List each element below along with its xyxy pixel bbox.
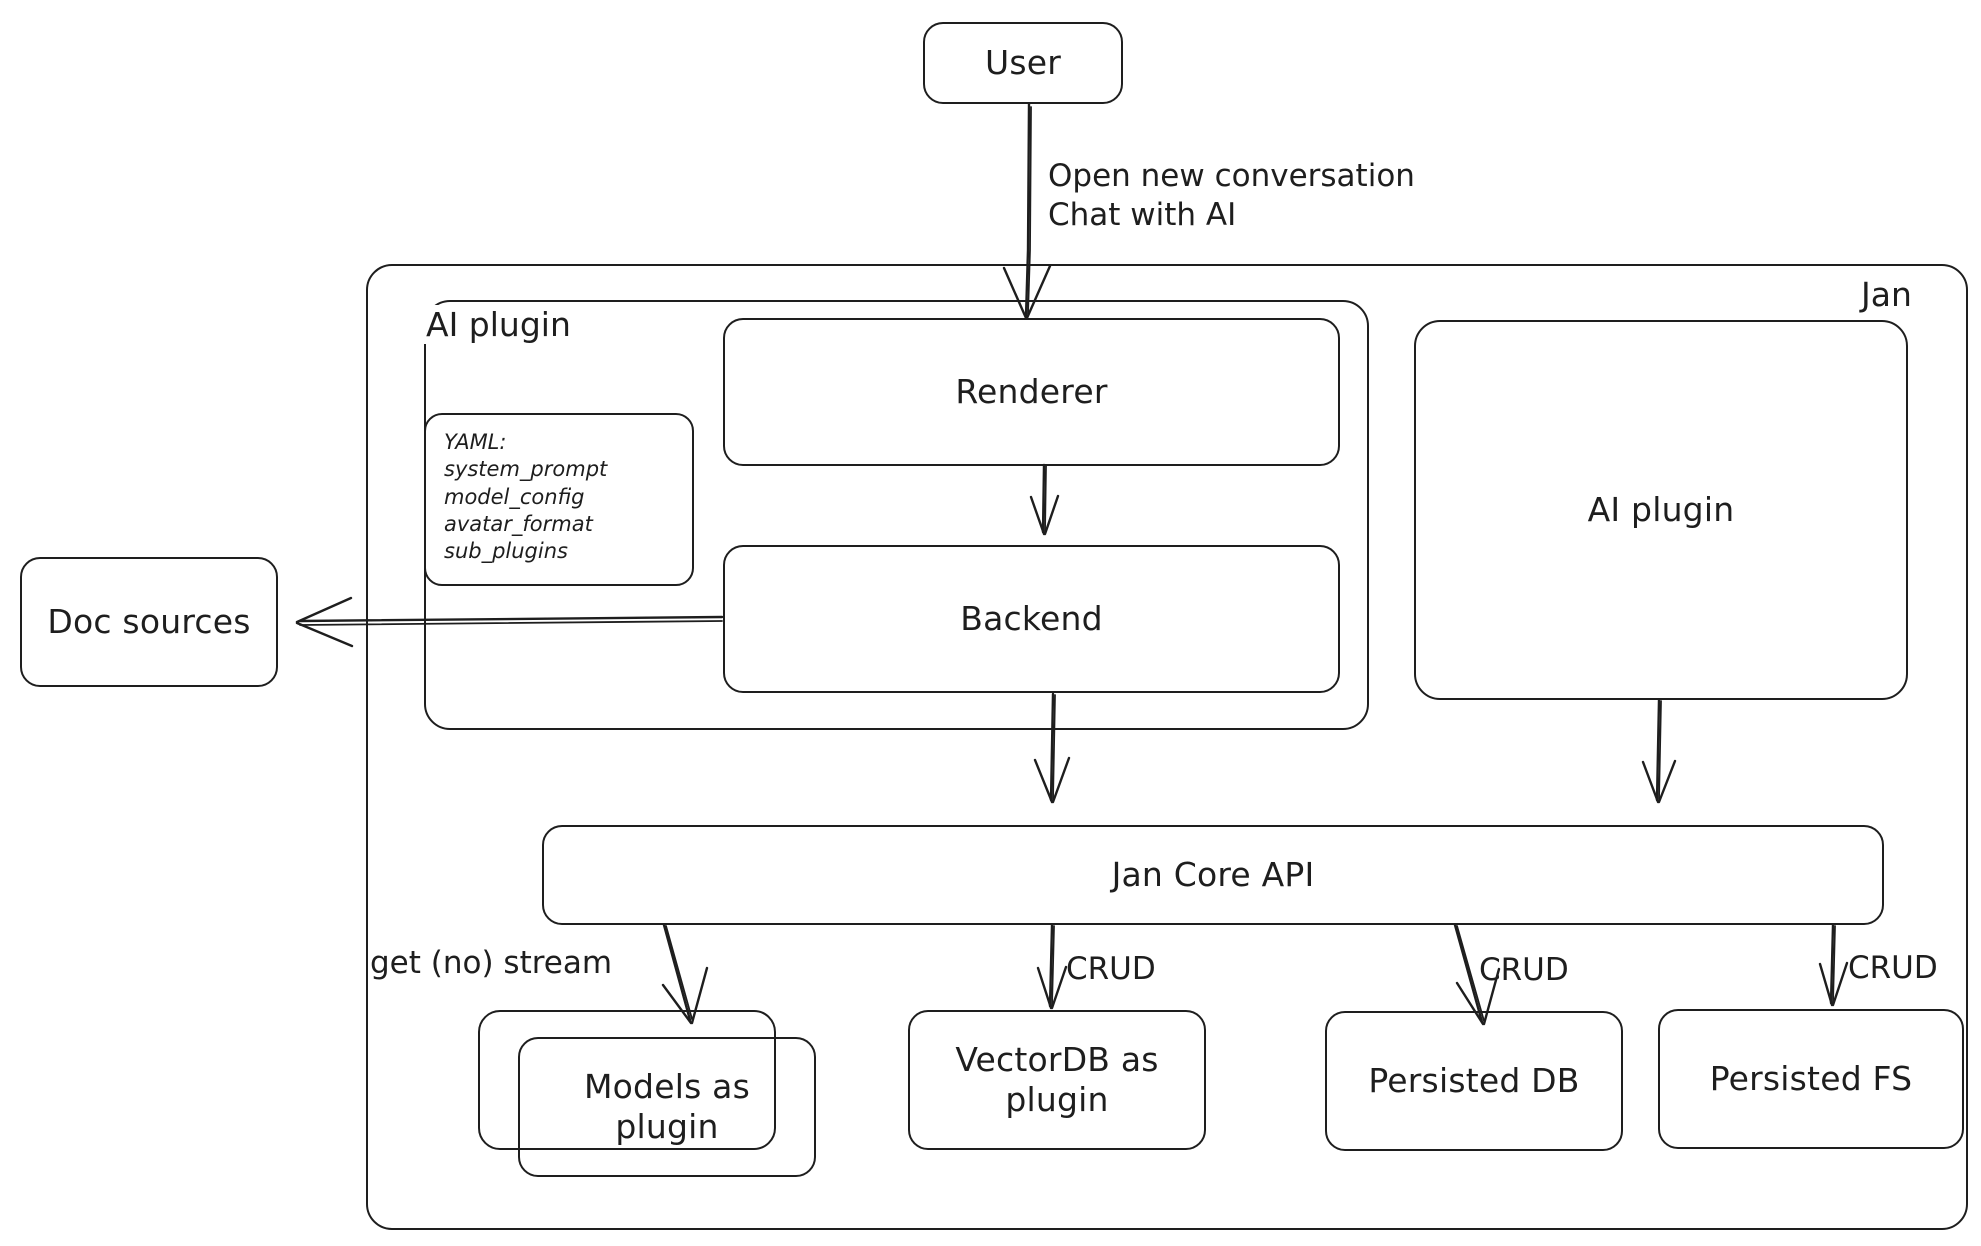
node-ai-plugin[interactable]: AI plugin — [1414, 320, 1908, 700]
yaml-key-model-config: model_config — [444, 484, 585, 509]
models-as-plugin-ghost-frame — [478, 1010, 776, 1150]
node-vectordb-as-plugin[interactable]: VectorDB as plugin — [908, 1010, 1206, 1150]
node-renderer[interactable]: Renderer — [723, 318, 1340, 466]
yaml-config-card: YAML: system_prompt model_config avatar_… — [424, 413, 694, 586]
ai-plugin-container-label: AI plugin — [420, 305, 577, 344]
jan-container-label: Jan — [1855, 275, 1918, 314]
node-persisted-db-label: Persisted DB — [1368, 1060, 1580, 1100]
node-backend[interactable]: Backend — [723, 545, 1340, 693]
node-backend-label: Backend — [960, 598, 1103, 638]
node-persisted-db[interactable]: Persisted DB — [1325, 1011, 1623, 1151]
yaml-header: YAML: — [444, 430, 507, 454]
node-jan-core-api-label: Jan Core API — [1111, 854, 1315, 894]
node-models-as-plugin-label: Models as plugin — [584, 1066, 750, 1146]
node-vectordb-as-plugin-label: VectorDB as plugin — [955, 1039, 1159, 1119]
node-user-label: User — [984, 42, 1062, 82]
yaml-key-sub-plugins: sub_plugins — [444, 539, 568, 564]
node-ai-plugin-label: AI plugin — [1587, 489, 1735, 529]
jan-container — [366, 264, 1968, 1230]
edge-label-core-to-vectordb: CRUD — [1066, 951, 1156, 987]
node-persisted-fs[interactable]: Persisted FS — [1658, 1009, 1964, 1149]
edge-label-core-to-persisted-fs: CRUD — [1848, 950, 1938, 986]
node-doc-sources-label: Doc sources — [47, 601, 251, 641]
yaml-key-system-prompt: system_prompt — [444, 457, 608, 482]
node-user[interactable]: User — [923, 22, 1123, 104]
edge-label-core-to-models: get (no) stream — [370, 945, 613, 981]
node-doc-sources[interactable]: Doc sources — [20, 557, 278, 687]
node-renderer-label: Renderer — [955, 371, 1108, 411]
edge-label-user-to-renderer: Open new conversation Chat with AI — [1048, 158, 1415, 233]
edge-label-core-to-persisted-db: CRUD — [1479, 952, 1569, 988]
yaml-key-avatar-format: avatar_format — [444, 511, 593, 536]
node-models-as-plugin[interactable]: Models as plugin — [518, 1037, 816, 1177]
node-jan-core-api[interactable]: Jan Core API — [542, 825, 1884, 925]
node-persisted-fs-label: Persisted FS — [1709, 1058, 1913, 1098]
